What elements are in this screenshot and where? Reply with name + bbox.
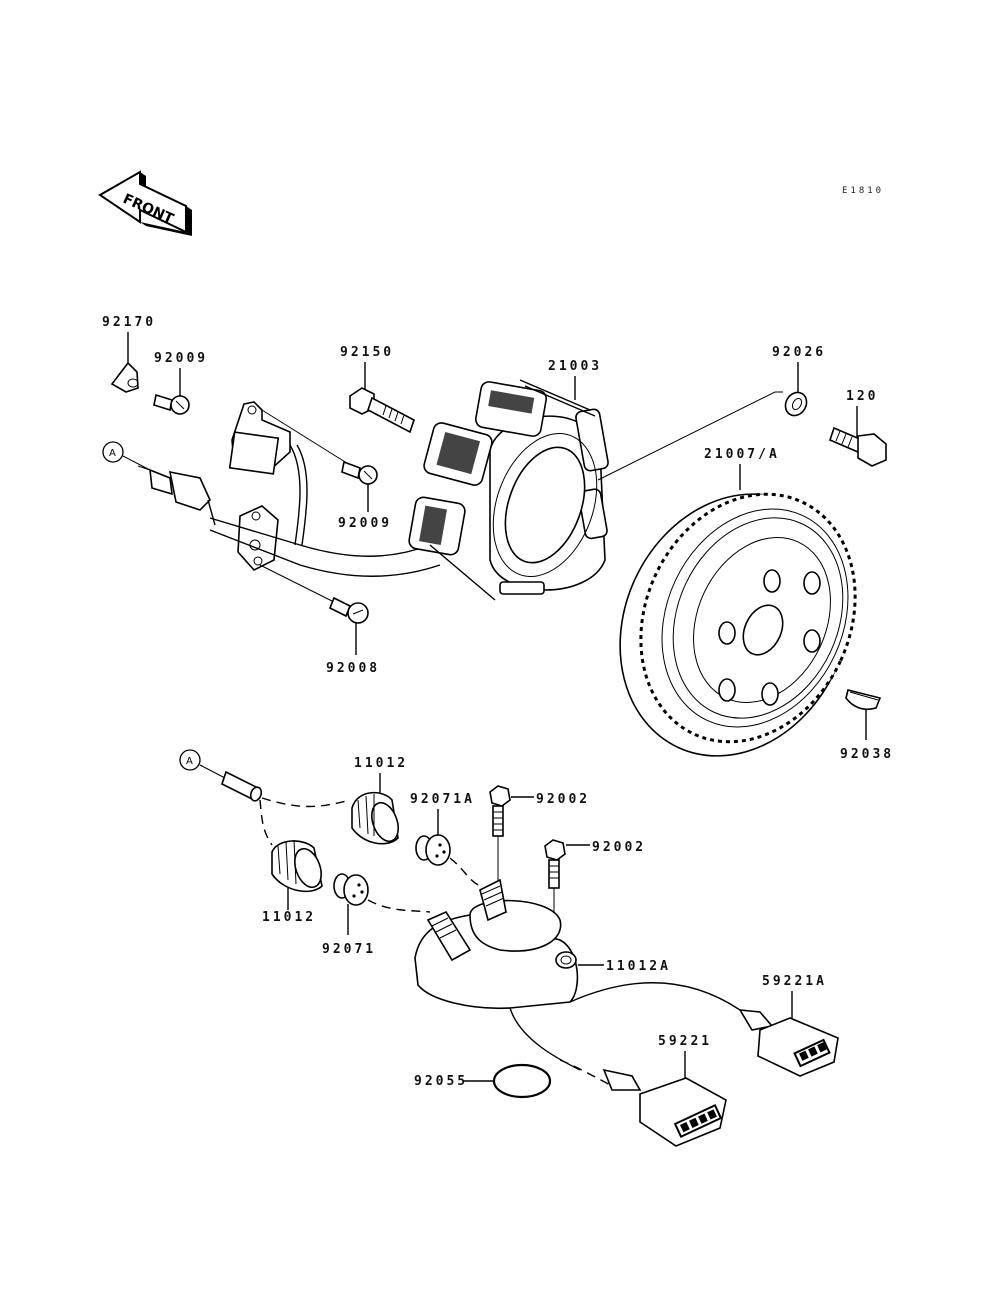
part-21007-a: 21007/A — [619, 447, 857, 757]
part-92071: 92071 — [322, 873, 431, 957]
part-59221: 59221 — [559, 1034, 727, 1147]
connector-icon — [602, 1068, 727, 1147]
label-92026[interactable]: 92026 — [772, 345, 826, 360]
screw-icon — [328, 596, 352, 618]
bolt-shank-icon — [367, 396, 415, 434]
part-92009-mid: 92009 — [261, 409, 392, 531]
part-92038: 92038 — [840, 689, 894, 762]
part-92009-top: 92009 — [153, 351, 208, 415]
bolt-icon — [544, 839, 566, 861]
front-arrow-icon: FRONT — [98, 170, 192, 236]
part-21003: 21003 — [408, 359, 783, 601]
label-59221[interactable]: 59221 — [658, 1034, 712, 1049]
pickup-coil-assembly — [137, 401, 441, 577]
connection-marker-a-top: A — [102, 441, 151, 471]
label-92002-a[interactable]: 92002 — [536, 792, 590, 807]
part-120: 120 — [829, 389, 887, 467]
clip-icon — [110, 361, 139, 393]
label-92071[interactable]: 92071 — [322, 942, 376, 957]
label-59221-a[interactable]: 59221A — [762, 974, 827, 989]
label-21007-a[interactable]: 21007/A — [704, 447, 780, 462]
screw-icon — [153, 393, 173, 412]
part-11012-a: 11012A — [414, 878, 741, 1071]
label-11012-bottom[interactable]: 11012 — [262, 910, 316, 925]
part-92170: 92170 — [102, 315, 156, 393]
stator-icon — [408, 379, 609, 595]
label-92009-top[interactable]: 92009 — [154, 351, 208, 366]
svg-text:A: A — [109, 448, 116, 459]
part-59221-a: 59221A — [738, 974, 839, 1077]
svg-text:A: A — [186, 756, 193, 767]
reference-code: E1810 — [842, 186, 884, 196]
connector-icon — [738, 1009, 839, 1077]
label-120[interactable]: 120 — [846, 389, 878, 404]
label-92150[interactable]: 92150 — [340, 345, 394, 360]
label-92038[interactable]: 92038 — [840, 747, 894, 762]
label-92002-b[interactable]: 92002 — [592, 840, 646, 855]
label-92170[interactable]: 92170 — [102, 315, 156, 330]
label-11012-top[interactable]: 11012 — [354, 756, 408, 771]
connection-marker-a-bottom: A — [179, 749, 263, 802]
part-92055: 92055 — [414, 1063, 552, 1099]
label-92055[interactable]: 92055 — [414, 1074, 468, 1089]
label-92071-a[interactable]: 92071A — [410, 792, 475, 807]
part-92150: 92150 — [340, 345, 415, 434]
part-92026: 92026 — [772, 345, 826, 417]
part-92071-a: 92071A — [410, 792, 481, 887]
bolt-icon — [489, 785, 511, 807]
washer-icon — [784, 391, 808, 417]
flywheel-icon — [619, 492, 857, 757]
pickup-housing-icon — [414, 878, 579, 1010]
part-11012-top: 11012 — [351, 756, 408, 845]
part-11012-bottom: 11012 — [262, 839, 323, 925]
part-92008: 92008 — [259, 564, 380, 676]
label-21003[interactable]: 21003 — [548, 359, 602, 374]
label-11012-a[interactable]: 11012A — [606, 959, 671, 974]
screw-icon — [341, 460, 361, 480]
label-92009-mid[interactable]: 92009 — [338, 516, 392, 531]
o-ring-icon — [492, 1063, 552, 1099]
part-92002-a: 92002 — [489, 785, 590, 890]
woodruff-key-icon — [845, 689, 882, 711]
label-92008[interactable]: 92008 — [326, 661, 380, 676]
